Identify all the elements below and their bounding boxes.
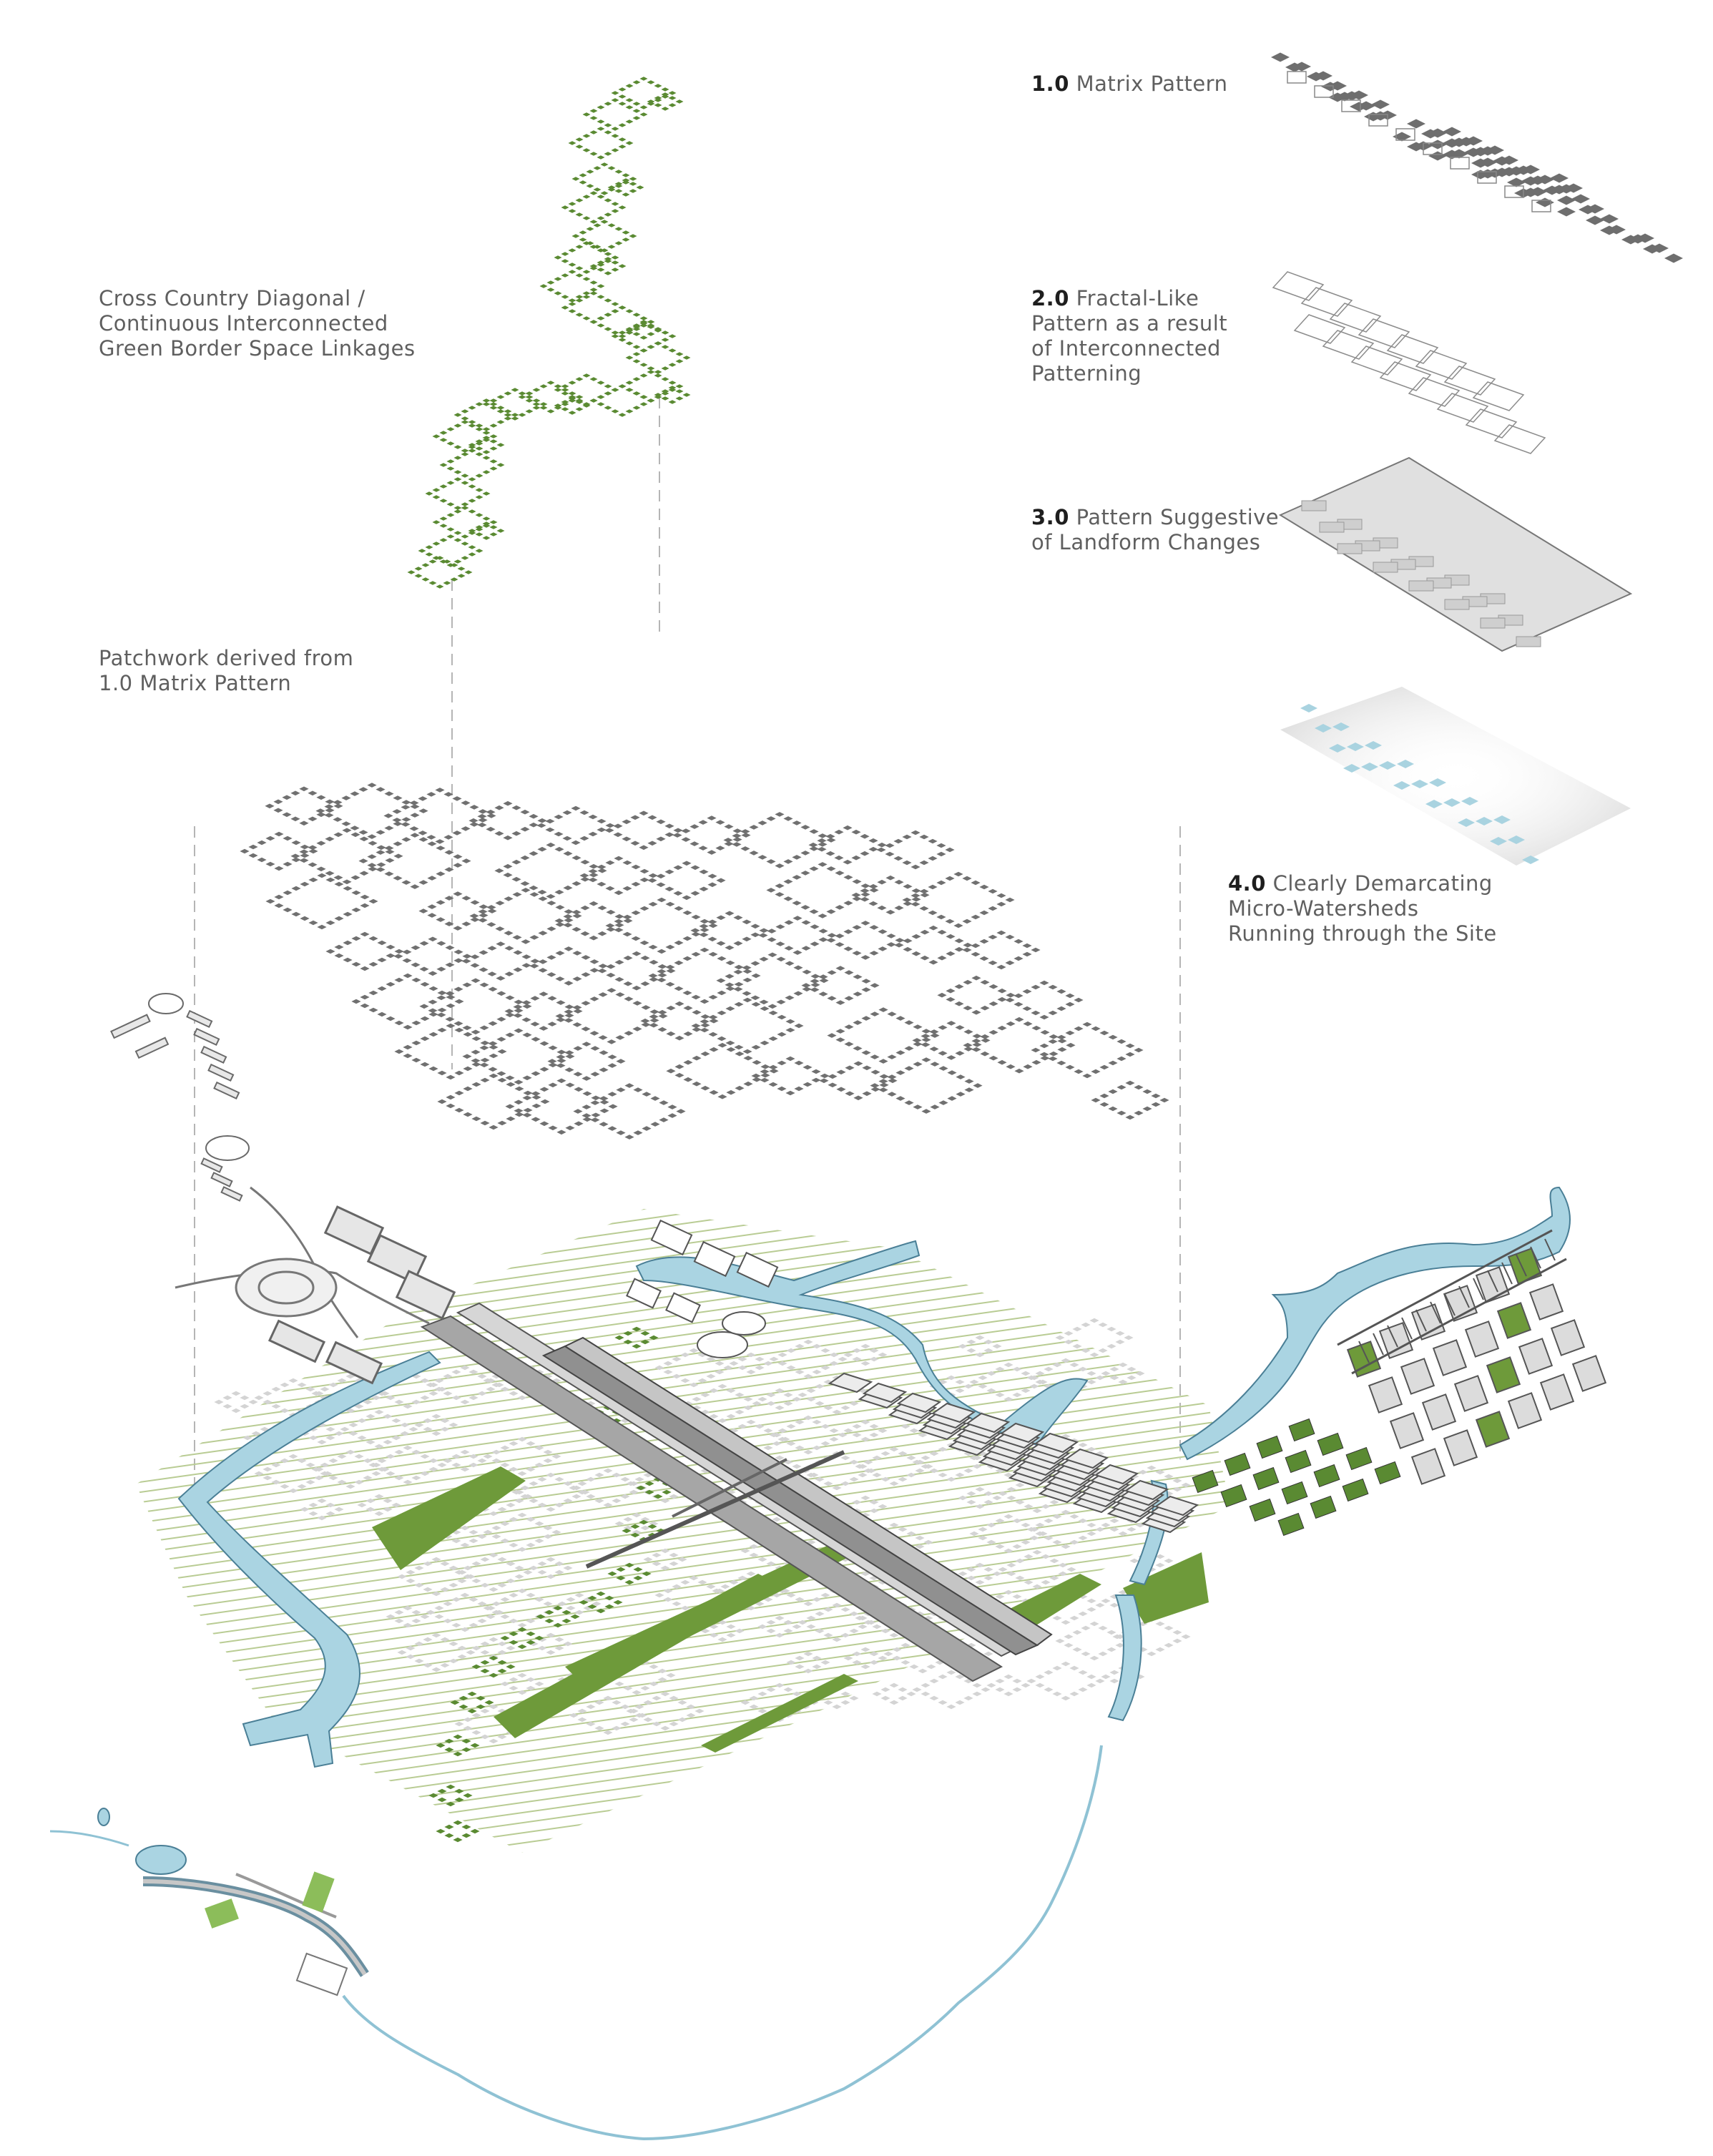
micro-watershed-diagram [1280,687,1631,866]
green-linkage-path [407,77,691,589]
patchwork-matrix [240,783,1169,1140]
site-waterway [177,1240,1169,1768]
rail-corridor [420,1302,1053,1682]
fractal-pattern-diagram [1272,271,1546,454]
bottom-left-site [49,1808,369,1996]
projection-lines [194,397,1181,1488]
step-3-label: 3.0 Pattern Suggestive of Landform Chang… [1031,505,1280,554]
river [342,1745,1103,2141]
step-1-label: 1.0 Matrix Pattern [1031,72,1228,96]
scattered-blocks [110,993,250,1202]
far-east-grid [1337,1229,1607,1485]
landform-pattern-diagram [1278,456,1633,652]
northeast-channel [1179,1186,1571,1461]
patchwork-label: Patchwork derived from 1.0 Matrix Patter… [99,646,354,695]
green-linkage-label: Cross Country Diagonal / Continuous Inte… [99,286,416,361]
matrix-pattern-diagram [1271,52,1683,263]
parcel-blocks-north [626,1219,779,1358]
step-4-label: 4.0 Clearly Demarcating Micro-Watersheds… [1228,871,1497,946]
step-2-label: 2.0 Fractal-Like Pattern as a result of … [1031,286,1228,386]
site-green-fields [372,1466,1209,1753]
urban-grid-blocks [828,1372,1401,1537]
roundabout-district [175,1186,456,1385]
